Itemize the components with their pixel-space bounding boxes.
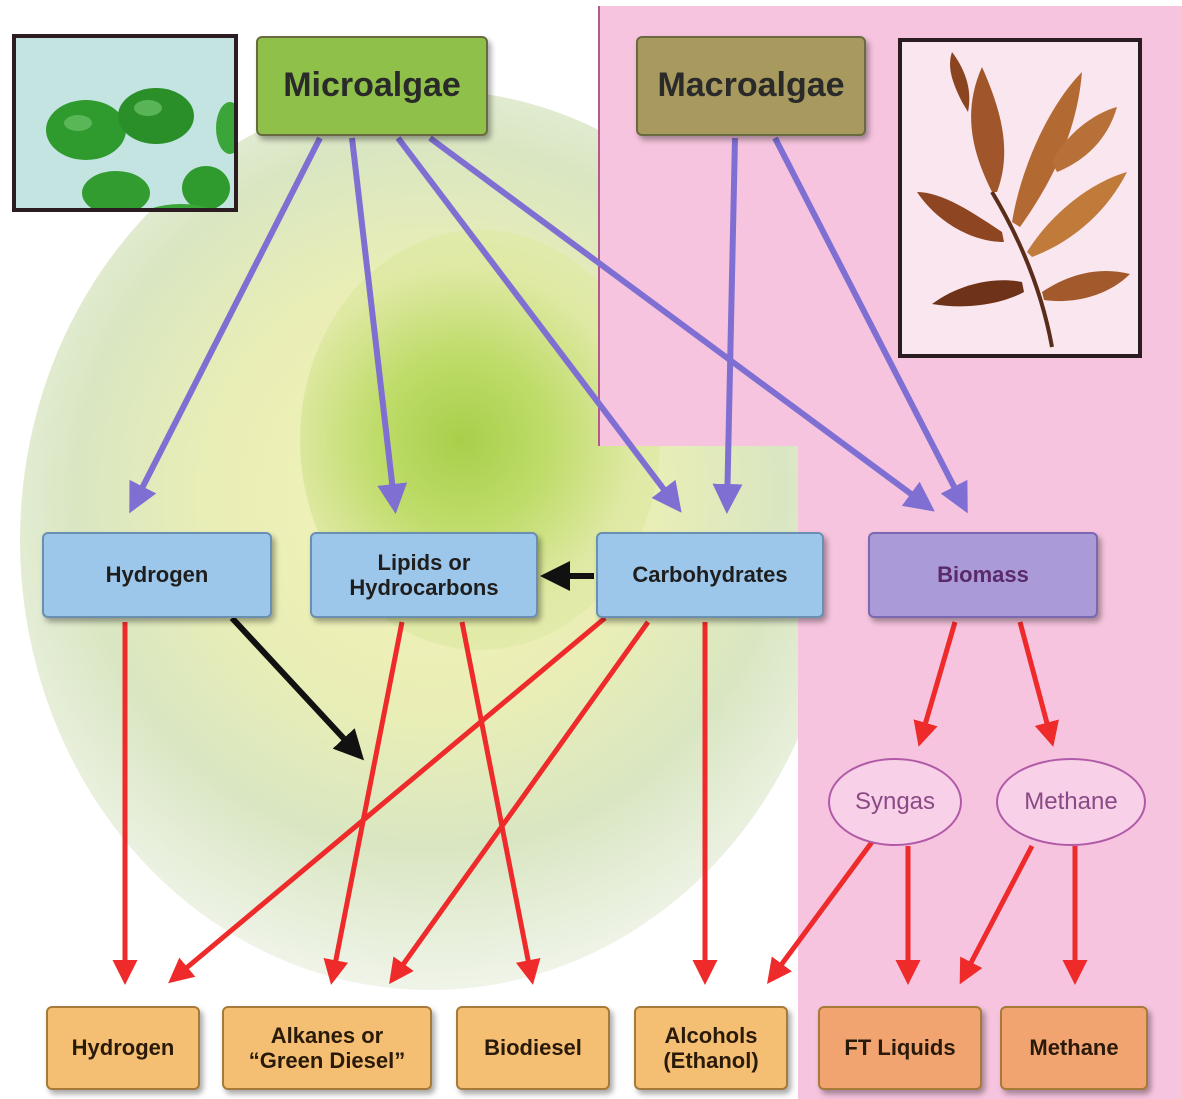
alcohols-label-line1: Alcohols — [665, 1023, 758, 1048]
carbohydrates-box: Carbohydrates — [596, 532, 824, 618]
macroalgae-label: Macroalgae — [657, 66, 844, 105]
hydrogen-product-box: Hydrogen — [46, 1006, 200, 1090]
ft-liquids-box: FT Liquids — [818, 1006, 982, 1090]
hydrogen-intermediate-label: Hydrogen — [106, 562, 209, 587]
methane-product-label: Methane — [1029, 1035, 1118, 1060]
syngas-ellipse: Syngas — [828, 758, 962, 846]
ft-liquids-label: FT Liquids — [844, 1035, 955, 1060]
lipids-label-line1: Lipids or — [378, 550, 471, 575]
arrow-lipids-alkanes — [332, 622, 402, 980]
arrow-macroalgae-carbohydrates — [727, 138, 735, 508]
biodiesel-label: Biodiesel — [484, 1035, 582, 1060]
arrow-carbohydrates-hydrogen — [172, 618, 605, 980]
biodiesel-box: Biodiesel — [456, 1006, 610, 1090]
arrow-syngas-alcohols — [770, 842, 872, 980]
arrow-methane-ft-liquids — [962, 846, 1032, 980]
microalgae-label: Microalgae — [283, 66, 461, 105]
upstream-arrows — [132, 138, 965, 508]
macroalgae-box: Macroalgae — [636, 36, 866, 136]
alcohols-box: Alcohols (Ethanol) — [634, 1006, 788, 1090]
hydrogen-product-label: Hydrogen — [72, 1035, 175, 1060]
biomass-box: Biomass — [868, 532, 1098, 618]
arrow-microalgae-hydrogen — [132, 138, 320, 508]
methane-gas-label: Methane — [1024, 788, 1117, 816]
alkanes-label-line2: “Green Diesel” — [249, 1048, 406, 1073]
hydrogen-intermediate-box: Hydrogen — [42, 532, 272, 618]
syngas-label: Syngas — [855, 788, 935, 816]
carbohydrates-label: Carbohydrates — [632, 562, 787, 587]
lipids-label-line2: Hydrocarbons — [349, 575, 498, 600]
arrow-macroalgae-biomass — [775, 138, 965, 508]
alcohols-label-line2: (Ethanol) — [663, 1048, 758, 1073]
alkanes-label-line1: Alkanes or — [271, 1023, 384, 1048]
methane-product-box: Methane — [1000, 1006, 1148, 1090]
arrow-microalgae-biomass — [430, 138, 930, 508]
arrow-microalgae-lipids — [352, 138, 395, 508]
arrow-biomass-methane — [1020, 622, 1052, 742]
arrow-hydrogen-to-alkanes — [232, 618, 360, 756]
arrow-microalgae-carbohydrates — [398, 138, 678, 508]
biomass-label: Biomass — [937, 562, 1029, 587]
lipids-box: Lipids or Hydrocarbons — [310, 532, 538, 618]
alkanes-box: Alkanes or “Green Diesel” — [222, 1006, 432, 1090]
microalgae-box: Microalgae — [256, 36, 488, 136]
arrow-biomass-syngas — [920, 622, 955, 742]
methane-ellipse: Methane — [996, 758, 1146, 846]
